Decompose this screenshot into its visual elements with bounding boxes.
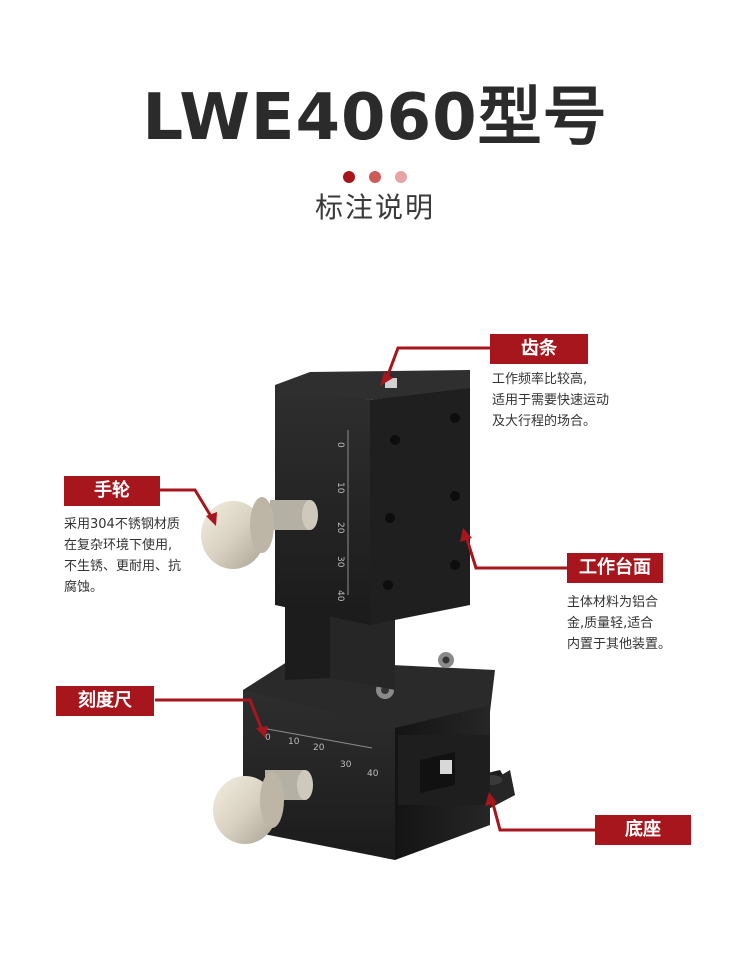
- worktable-leader-line: [464, 535, 567, 570]
- lower-x-stage: [243, 652, 495, 860]
- upper-knob: [201, 497, 318, 569]
- vscale-20: 20: [335, 522, 345, 534]
- handwheel-description: 采用304不锈钢材质 在复杂环境下使用, 不生锈、更耐用、抗 腐蚀。: [64, 514, 204, 598]
- page-title: LWE4060型号: [142, 81, 608, 155]
- worktable-description: 主体材料为铝合 金,质量轻,适合 内置于其他装置。: [567, 592, 707, 655]
- scale-label: 刻度尺: [56, 686, 154, 716]
- hscale-40: 40: [367, 769, 379, 779]
- worktable-desc-line: 内置于其他装置。: [567, 637, 672, 652]
- handwheel-desc-line: 采用304不锈钢材质: [64, 517, 180, 532]
- handwheel-label: 手轮: [64, 476, 160, 506]
- rack-leader-line: [384, 346, 490, 381]
- rack-description: 工作频率比较高, 适用于需要快速运动 及大行程的场合。: [492, 369, 662, 432]
- vscale-30: 30: [335, 556, 345, 568]
- handwheel-desc-line: 在复杂环境下使用,: [64, 538, 173, 553]
- upper-z-stage: [275, 370, 470, 625]
- rack-desc-line: 及大行程的场合。: [492, 414, 597, 429]
- worktable-label: 工作台面: [567, 553, 663, 583]
- lower-knob: [213, 770, 313, 844]
- rack-desc-line: 工作频率比较高,: [492, 372, 588, 387]
- vscale-10: 10: [335, 482, 345, 494]
- hscale-30: 30: [340, 760, 352, 770]
- handwheel-desc-line: 腐蚀。: [64, 580, 104, 595]
- vscale-40: 40: [335, 590, 345, 602]
- scale-leader-line: [155, 698, 264, 731]
- worktable-desc-line: 金,质量轻,适合: [567, 616, 654, 631]
- rack-desc-line: 适用于需要快速运动: [492, 393, 610, 408]
- handwheel-desc-line: 不生锈、更耐用、抗: [64, 559, 182, 574]
- dot-light: [395, 171, 407, 183]
- hscale-20: 20: [313, 743, 325, 753]
- handwheel-leader-line: [160, 488, 214, 519]
- dot-medium: [369, 171, 381, 183]
- leader-lines: [155, 346, 595, 832]
- decorative-dots: [0, 171, 750, 183]
- rack-label: 齿条: [490, 334, 588, 364]
- page-subtitle: 标注说明: [314, 191, 435, 224]
- worktable-desc-line: 主体材料为铝合: [567, 595, 659, 610]
- base-label: 底座: [595, 815, 691, 845]
- leader-arrowheads: [206, 372, 497, 806]
- base-leader-line: [490, 799, 595, 832]
- hscale-0: 0: [265, 733, 271, 743]
- dot-dark: [343, 171, 355, 183]
- hscale-10: 10: [288, 737, 300, 747]
- vscale-0: 0: [335, 442, 345, 448]
